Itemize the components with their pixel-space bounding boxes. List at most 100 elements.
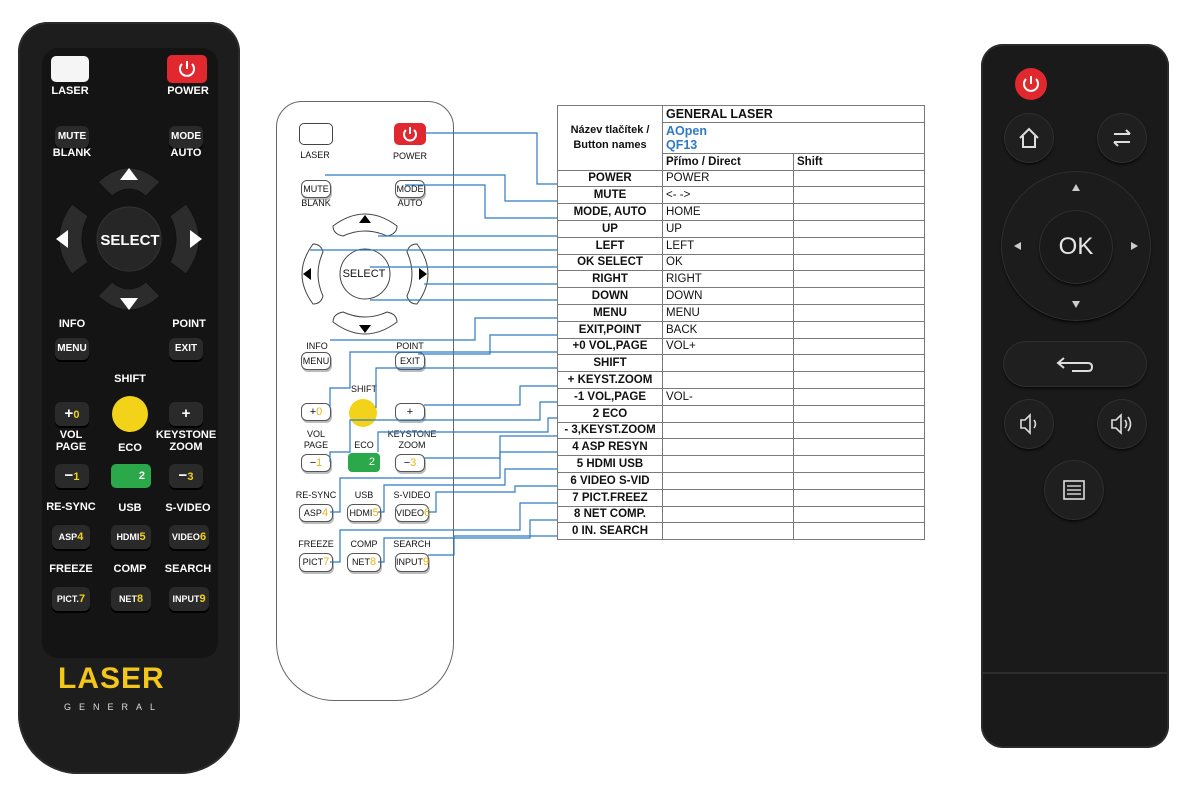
ok-button[interactable]: OK (1040, 211, 1112, 283)
connector-video (428, 485, 557, 513)
button-name-cell: LEFT (557, 236, 663, 255)
volume-down-button[interactable] (1005, 400, 1053, 448)
menu-button-right[interactable] (1045, 461, 1103, 519)
asp-button[interactable]: ASP4 (52, 525, 90, 549)
hdmi-button-outline[interactable]: HDMI5 (347, 504, 381, 522)
direct-cell: MENU (662, 303, 794, 322)
direct-cell: OK (662, 253, 794, 272)
number-one: 1 (73, 471, 80, 483)
minus-three-button[interactable]: −3 (169, 464, 203, 488)
button-name-cell: 0 IN. SEARCH (557, 522, 663, 541)
shift-button-outline[interactable] (349, 399, 377, 427)
dpad-right-outline[interactable] (406, 243, 429, 305)
shift-cell (793, 505, 925, 524)
resync-label-outline: RE-SYNC (295, 490, 337, 500)
pict-button[interactable]: PICT.7 (52, 587, 90, 611)
connector-input (428, 535, 557, 556)
select-button[interactable] (96, 206, 162, 272)
shift-cell (793, 236, 925, 255)
mode-auto-button[interactable]: MODE (169, 126, 203, 148)
mute-text: MUTE (303, 184, 329, 194)
shift-cell (793, 253, 925, 272)
menu-button[interactable]: MENU (55, 338, 89, 360)
table-model-row: AOpen QF13 (558, 121, 925, 154)
select-button-outline[interactable] (339, 248, 391, 300)
button-name-cell: OK SELECT (557, 253, 663, 272)
exit-button[interactable]: EXIT (169, 338, 203, 360)
plus-keystone-button[interactable]: + (169, 402, 203, 426)
direct-cell: POWER (662, 169, 794, 188)
model-line2: QF13 (666, 137, 698, 152)
direct-cell (662, 371, 794, 389)
connector-menu (330, 317, 557, 341)
dpad-outline (301, 213, 429, 335)
direct-cell (662, 438, 794, 457)
minus-one-button[interactable]: −1 (55, 464, 89, 488)
auto-label-outline: AUTO (397, 198, 423, 208)
minus-right-glyph: − (178, 467, 188, 484)
right-arrow-icon[interactable] (1131, 242, 1138, 250)
home-button[interactable] (1005, 114, 1053, 162)
hdmi-button[interactable]: HDMI5 (111, 525, 151, 549)
eco-button-outline[interactable]: 2 (348, 453, 380, 472)
video-button-outline[interactable]: VIDEO6 (395, 504, 430, 522)
dpad-down-outline[interactable] (332, 311, 398, 335)
down-arrow-icon[interactable] (1072, 301, 1080, 308)
laser-button-outline[interactable] (299, 123, 333, 145)
dpad-right[interactable] (169, 203, 200, 275)
power-button[interactable] (167, 55, 207, 83)
number-zero: 0 (316, 406, 323, 418)
plus-right-glyph: + (406, 406, 414, 418)
back-button[interactable] (1004, 342, 1146, 386)
mute-blank-button[interactable]: MUTE (55, 126, 89, 148)
exit-button-label: EXIT (174, 343, 198, 354)
net-button[interactable]: NET8 (111, 587, 151, 611)
plus-right-glyph: + (181, 405, 191, 422)
select-label-outline: SELECT (342, 268, 386, 280)
back-icon (1056, 357, 1094, 372)
right-arrow-icon (419, 268, 427, 280)
up-arrow-icon[interactable] (1072, 184, 1080, 191)
pict-button-outline[interactable]: PICT7 (299, 553, 333, 572)
dpad-left[interactable] (58, 203, 89, 275)
dpad-up[interactable] (97, 167, 161, 197)
connector-shift (375, 367, 557, 408)
power-button-outline[interactable] (394, 123, 426, 145)
eco-button[interactable]: 2 (111, 464, 151, 488)
mute-label: MUTE (57, 131, 87, 142)
asp-button-outline[interactable]: ASP4 (299, 504, 333, 522)
direct-cell: VOL- (662, 387, 794, 406)
plus-zero-button[interactable]: +0 (55, 402, 89, 426)
number-five: 5 (372, 507, 379, 519)
minus-one-button-outline[interactable]: −1 (301, 454, 331, 472)
shift-cell (793, 219, 925, 238)
left-laser-remote: LASER POWER MUTE MODE BLANK AUTO SELECT … (18, 22, 240, 774)
model-name: AOpen QF13 (662, 121, 925, 154)
laser-button[interactable] (51, 56, 89, 82)
minus-three-button-outline[interactable]: −3 (395, 454, 425, 472)
power-icon (179, 61, 195, 77)
power-button-right[interactable] (1015, 68, 1047, 100)
input-switch-button[interactable] (1098, 114, 1146, 162)
dpad-left-outline[interactable] (301, 243, 324, 305)
direct-cell: HOME (662, 203, 794, 221)
input-button[interactable]: INPUT9 (169, 587, 209, 611)
button-name-cell: 8 NET COMP. (557, 505, 663, 524)
table-columns-row: Přímo / Direct Shift (558, 152, 925, 171)
video-button[interactable]: VIDEO6 (169, 525, 209, 549)
volume-up-button[interactable] (1098, 400, 1146, 448)
table-row: - 3,KEYST.ZOOM (557, 421, 925, 440)
shift-cell (793, 186, 925, 205)
menu-button-outline[interactable]: MENU (301, 352, 331, 370)
dpad-down[interactable] (97, 281, 161, 311)
asp-text: ASP (58, 532, 78, 542)
mute-button-outline[interactable]: MUTE (301, 180, 331, 198)
input-button-outline[interactable]: INPUT9 (395, 553, 429, 572)
laser-logo: LASER (58, 662, 165, 695)
plus-zero-button-outline[interactable]: +0 (301, 403, 331, 421)
left-arrow-icon[interactable] (1014, 242, 1021, 250)
shift-button[interactable] (112, 396, 148, 432)
shift-cell (793, 320, 925, 339)
